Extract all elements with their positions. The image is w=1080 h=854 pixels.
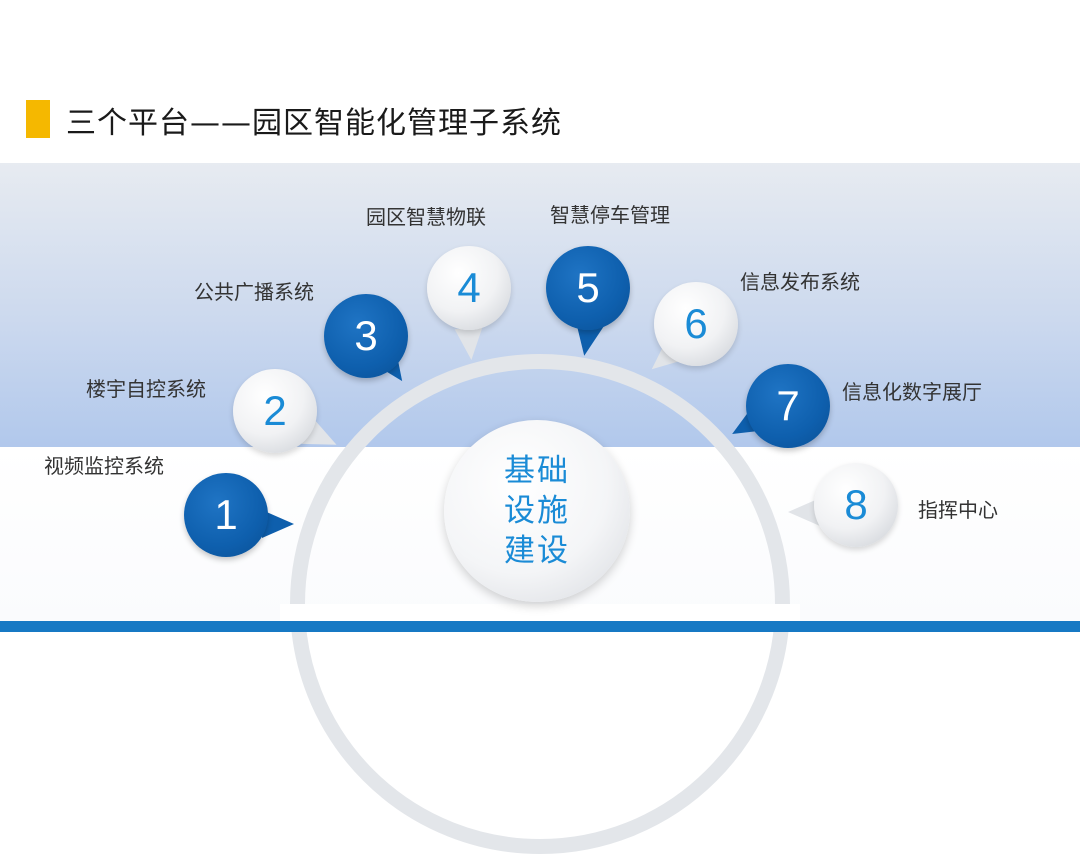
node-8-bubble: 8 [814, 463, 898, 547]
node-5-number: 5 [576, 264, 600, 311]
title-accent-bar [26, 100, 50, 138]
node-5-bubble: 5 [546, 246, 630, 330]
node-2-bubble: 2 [233, 369, 317, 453]
node-7-number: 7 [776, 382, 800, 429]
node-6-bubble: 6 [654, 282, 738, 366]
node-7-label: 信息化数字展厅 [842, 380, 982, 404]
center-line-3: 建设 [504, 533, 570, 569]
node-1-label: 视频监控系统 [44, 454, 164, 478]
node-2-label: 楼宇自控系统 [86, 377, 206, 401]
center-line-2: 设施 [504, 493, 570, 529]
node-1-bubble: 1 [184, 473, 268, 557]
node-8-label: 指挥中心 [918, 498, 998, 522]
bottom-divider [0, 621, 1080, 632]
node-4-label: 园区智慧物联 [366, 205, 486, 229]
node-6-number: 6 [684, 300, 708, 347]
arch-base [280, 604, 800, 624]
node-8-number: 8 [844, 481, 868, 528]
node-5-label: 智慧停车管理 [550, 203, 670, 227]
node-3-number: 3 [354, 312, 378, 359]
node-4-bubble: 4 [427, 246, 511, 330]
node-2-number: 2 [263, 387, 287, 434]
node-6-label: 信息发布系统 [740, 270, 860, 294]
center-text: 基础 设施 建设 [495, 451, 579, 571]
center-line-1: 基础 [504, 453, 570, 489]
node-7-bubble: 7 [746, 364, 830, 448]
center-circle: 基础 设施 建设 [444, 420, 630, 602]
node-3-bubble: 3 [324, 294, 408, 378]
node-1-number: 1 [214, 491, 238, 538]
node-3-label: 公共广播系统 [194, 280, 314, 304]
bubble-4-tail [454, 326, 486, 362]
page-title: 三个平台——园区智能化管理子系统 [66, 106, 562, 141]
node-4-number: 4 [457, 264, 481, 311]
